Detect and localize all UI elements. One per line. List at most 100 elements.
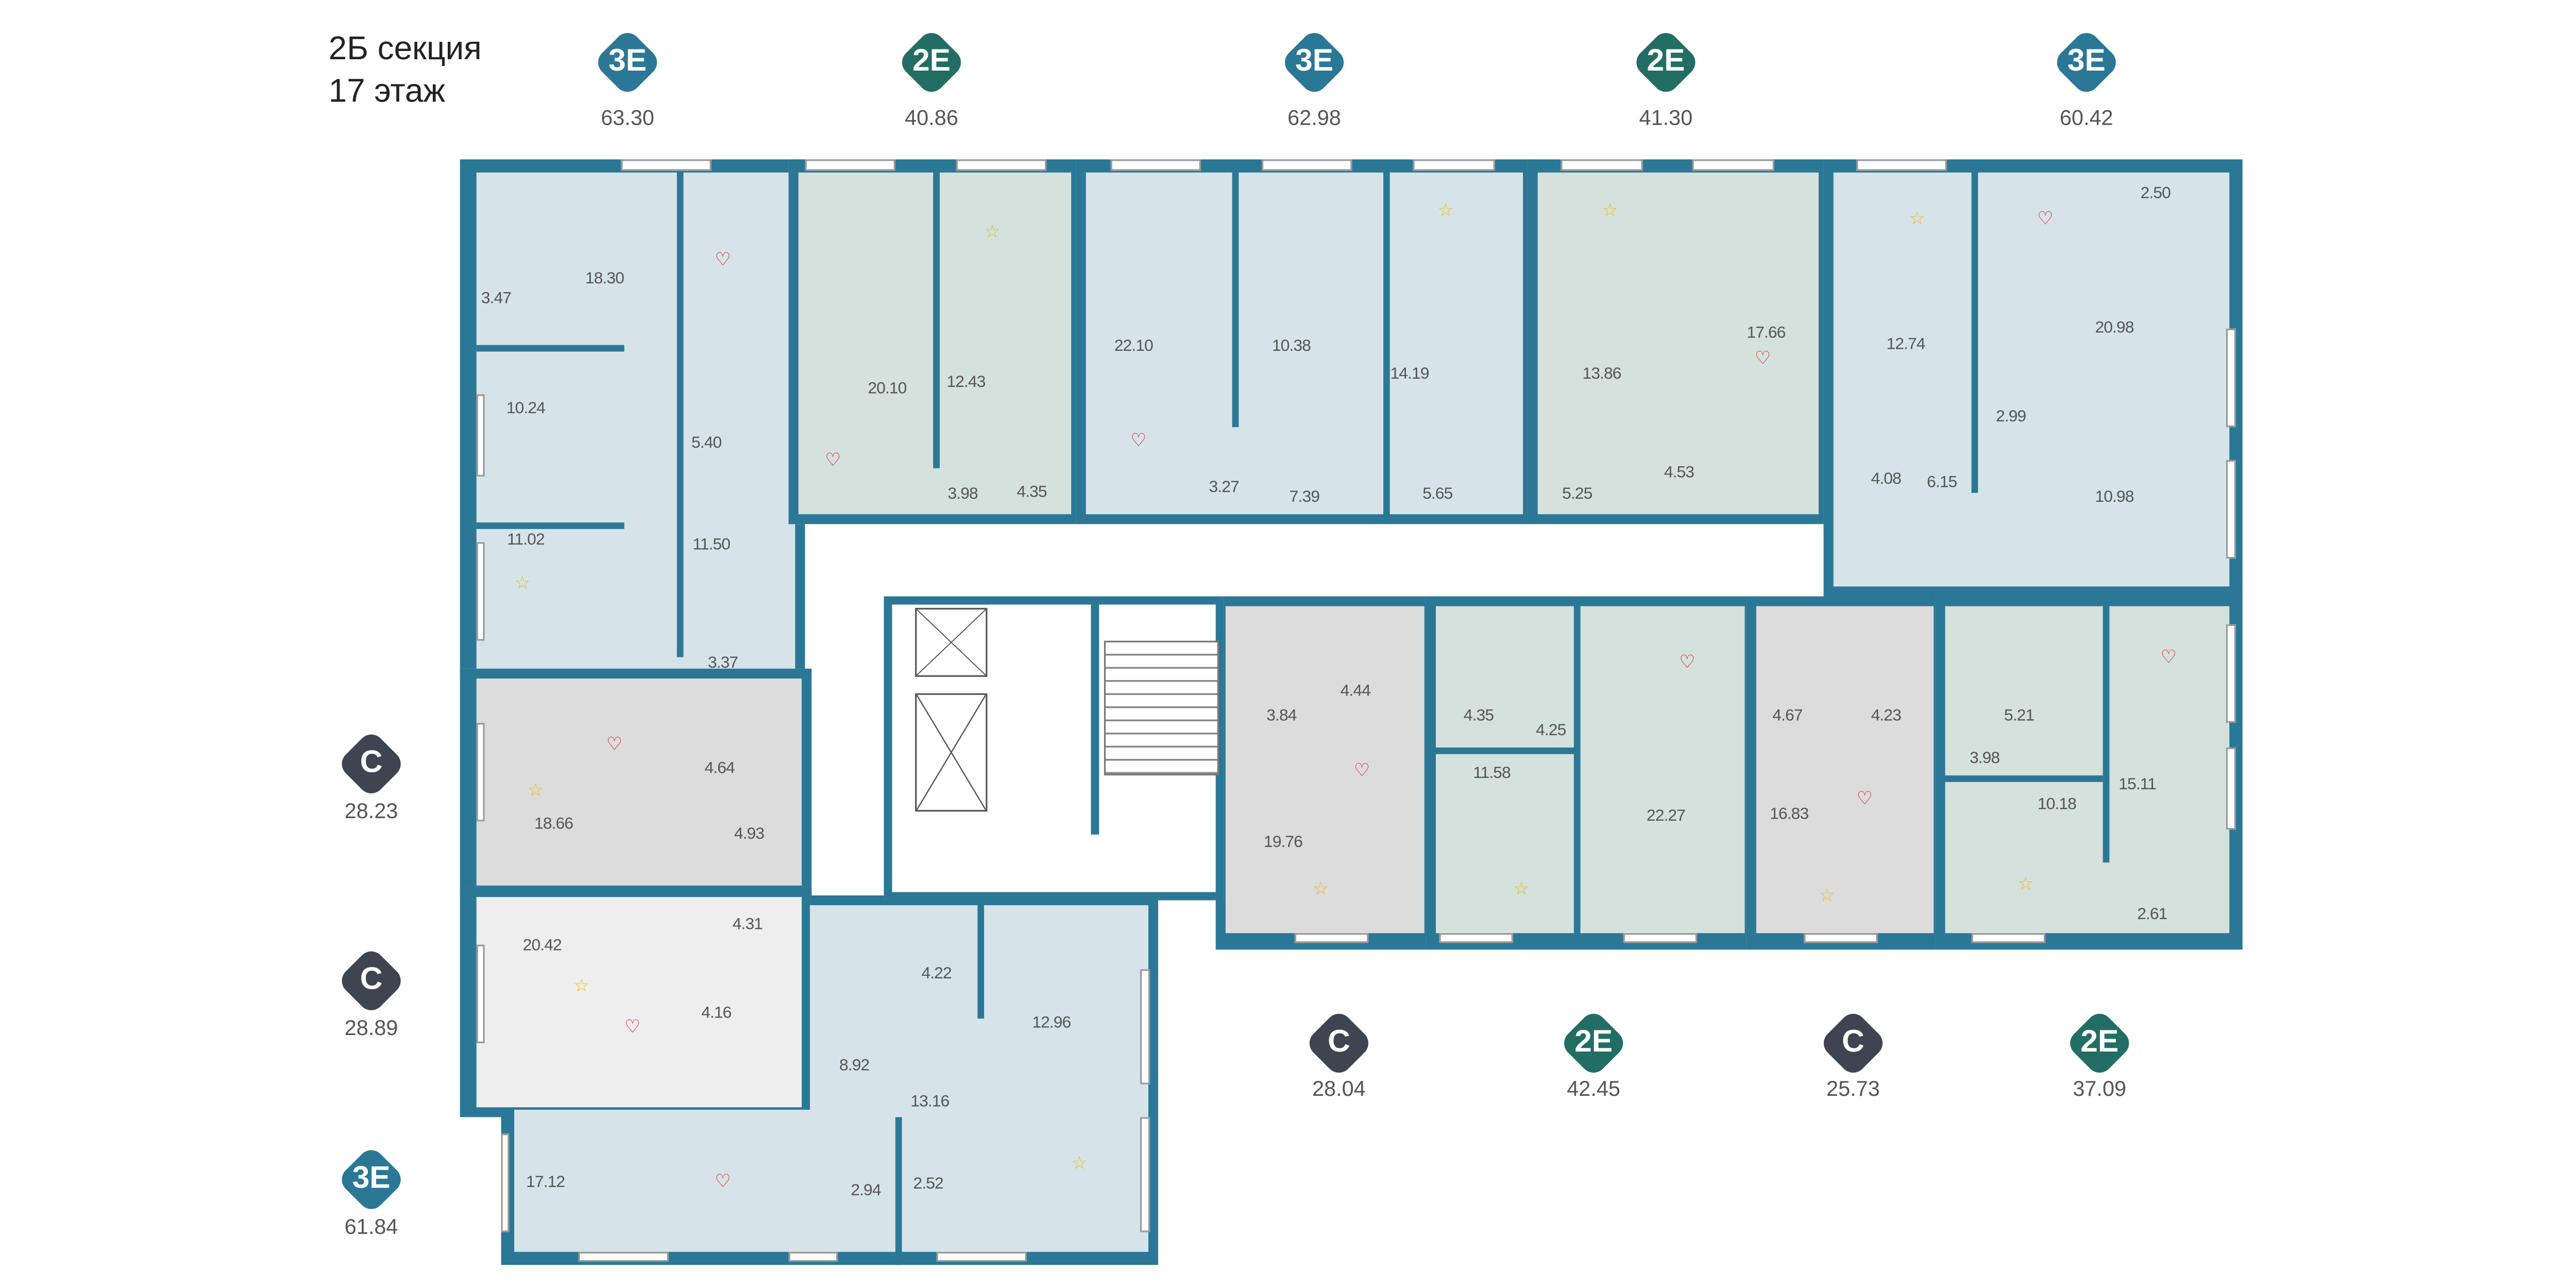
room-area: 18.66 xyxy=(534,816,573,834)
room-area: 20.98 xyxy=(2095,319,2134,338)
apartment-c-25-73[interactable] xyxy=(1746,596,1944,950)
interior-wall xyxy=(933,164,940,468)
room-area: 4.93 xyxy=(734,825,765,844)
room-area: 2.52 xyxy=(913,1175,944,1194)
room-area: 2.61 xyxy=(2137,906,2167,924)
interior-wall xyxy=(1232,164,1239,428)
apartment-type-badge[interactable]: 2Е xyxy=(1557,1007,1630,1079)
room-area: 17.66 xyxy=(1747,324,1786,343)
heart-icon: ♡ xyxy=(2160,648,2177,668)
room-area: 20.42 xyxy=(522,937,562,956)
apartment-type-badge[interactable]: 2Е xyxy=(895,26,968,98)
room-area: 5.40 xyxy=(691,434,722,453)
window xyxy=(476,542,485,641)
apartment-area: 28.89 xyxy=(344,1015,398,1040)
badge-type: 2Е xyxy=(1574,1025,1613,1060)
apartment-area: 25.73 xyxy=(1826,1076,1880,1101)
room-area: 3.47 xyxy=(481,290,512,308)
apartment-type-badge[interactable]: С xyxy=(335,728,408,800)
window xyxy=(956,159,1047,171)
interior-wall xyxy=(977,895,985,1019)
window xyxy=(476,394,485,477)
window xyxy=(578,1251,669,1262)
apartment-3e-63-30[interactable] xyxy=(460,159,805,679)
window xyxy=(1623,933,1698,943)
interior-wall xyxy=(1938,775,2103,782)
staircase xyxy=(1104,640,1219,776)
room-area: 8.92 xyxy=(839,1057,870,1076)
room-area: 4.44 xyxy=(1340,682,1371,701)
apartment-2e-37-09[interactable] xyxy=(1935,596,2243,950)
room-area: 10.24 xyxy=(506,400,546,418)
interior-wall xyxy=(476,522,624,529)
window xyxy=(788,1251,838,1262)
apartment-area: 42.45 xyxy=(1567,1076,1621,1101)
interior-wall xyxy=(1091,604,1099,835)
interior-wall xyxy=(1429,747,1578,754)
apartment-type-badge[interactable]: 3Е xyxy=(591,26,664,98)
room-area: 12.96 xyxy=(1032,1014,1071,1033)
window xyxy=(1692,159,1774,171)
apartment-type-badge[interactable]: С xyxy=(1303,1007,1375,1079)
apartment-type-badge[interactable]: 3Е xyxy=(335,1143,408,1215)
window xyxy=(2226,747,2236,830)
apartment-area: 28.04 xyxy=(1312,1076,1366,1101)
apartment-area: 28.23 xyxy=(344,798,398,823)
interior-wall xyxy=(1971,164,1978,493)
window xyxy=(1294,933,1369,943)
apartment-c-28-89[interactable] xyxy=(460,887,812,1117)
apartment-type-badge[interactable]: С xyxy=(335,945,408,1017)
star-icon: ☆ xyxy=(1602,201,1618,221)
badge-type: С xyxy=(360,962,383,997)
apartment-area: 40.86 xyxy=(905,105,958,130)
heart-icon: ♡ xyxy=(715,1172,731,1192)
elevator-shaft xyxy=(915,607,988,677)
window xyxy=(1140,1117,1150,1232)
apartment-area: 62.98 xyxy=(1287,105,1341,130)
room-area: 4.64 xyxy=(704,759,735,778)
room-area: 3.84 xyxy=(1266,707,1297,725)
heart-icon: ♡ xyxy=(1353,761,1370,782)
room-area: 2.94 xyxy=(851,1182,881,1200)
room-area: 7.39 xyxy=(1289,488,1320,507)
apartment-type-badge[interactable]: 2Е xyxy=(2063,1007,2136,1079)
star-icon: ☆ xyxy=(1071,1154,1088,1174)
window xyxy=(1971,933,2046,943)
window xyxy=(1804,933,1878,943)
room-area: 18.30 xyxy=(585,270,624,289)
interior-wall xyxy=(2103,599,2110,863)
heart-icon: ♡ xyxy=(1856,789,1873,809)
apartment-type-badge[interactable]: С xyxy=(1817,1007,1889,1079)
star-icon: ☆ xyxy=(1909,209,1926,229)
apartment-c-28-23[interactable] xyxy=(460,668,812,895)
star-icon: ☆ xyxy=(984,223,1001,243)
heart-icon: ♡ xyxy=(1754,349,1771,369)
apartment-type-badge[interactable]: 3Е xyxy=(2050,26,2123,98)
room-area: 4.16 xyxy=(701,1004,732,1023)
apartment-type-badge[interactable]: 3Е xyxy=(1278,26,1350,98)
badge-type: 3Е xyxy=(2067,44,2106,79)
room-area: 13.86 xyxy=(1582,365,1622,384)
window xyxy=(2226,328,2236,428)
interior-wall xyxy=(1573,599,1581,945)
star-icon: ☆ xyxy=(1819,886,1835,906)
room-area: 10.98 xyxy=(2095,488,2134,507)
room-area: 10.18 xyxy=(2037,795,2077,815)
plan-title: 2Б секция 17 этаж xyxy=(329,28,482,113)
room-area: 4.22 xyxy=(921,965,952,984)
room-area: 17.12 xyxy=(526,1174,565,1192)
room-area: 11.02 xyxy=(507,531,545,550)
room-area: 11.50 xyxy=(692,536,731,555)
apartment-3e-60-42[interactable] xyxy=(1823,159,2243,597)
elevator-shaft xyxy=(915,693,988,812)
badge-type: С xyxy=(1842,1025,1865,1060)
room-area: 12.43 xyxy=(946,374,986,392)
heart-icon: ♡ xyxy=(1130,431,1147,451)
apartment-2e-42-45[interactable] xyxy=(1426,596,1755,950)
apartment-area: 37.09 xyxy=(2073,1076,2127,1101)
window xyxy=(805,159,895,171)
apartment-type-badge[interactable]: 2Е xyxy=(1630,26,1702,98)
room-area: 19.76 xyxy=(1263,834,1303,852)
apartment-area: 41.30 xyxy=(1639,105,1693,130)
heart-icon: ♡ xyxy=(1679,653,1696,673)
